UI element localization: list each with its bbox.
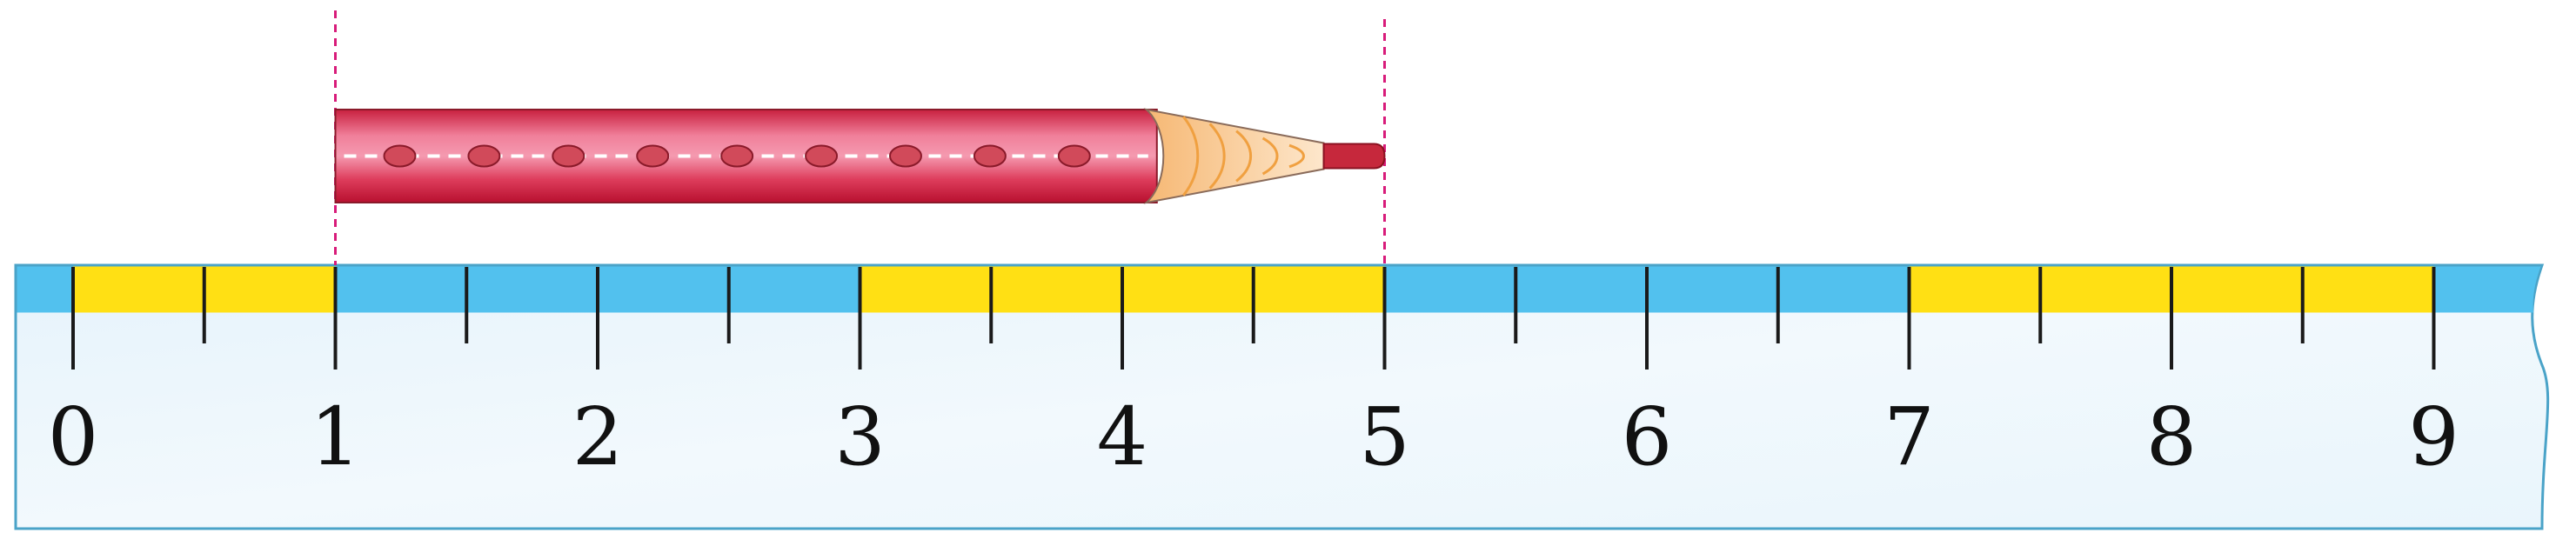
pencil-wood-cone bbox=[1143, 108, 1325, 204]
ruler-label: 3 bbox=[834, 390, 886, 483]
ruler-label: 9 bbox=[2408, 390, 2459, 483]
ruler-label: 4 bbox=[1097, 390, 1148, 483]
pencil-dot bbox=[552, 144, 585, 168]
ruler-color-bands bbox=[17, 266, 2541, 313]
pencil-wood-grain-line bbox=[1261, 136, 1279, 176]
ruler-label: 6 bbox=[1622, 390, 1673, 483]
pencil-wood-grain-line bbox=[1288, 143, 1305, 169]
pencil-dot bbox=[973, 144, 1007, 168]
pencil bbox=[334, 108, 1386, 204]
pencil-wood-grain bbox=[1182, 116, 1305, 196]
ruler-label: 0 bbox=[48, 390, 99, 483]
pencil-dot bbox=[636, 144, 670, 168]
ruler-label: 8 bbox=[2146, 390, 2198, 483]
pencil-dot bbox=[720, 144, 754, 168]
ruler: 0 1 2 3 4 5 6 7 8 9 bbox=[14, 263, 2550, 530]
ruler-body bbox=[14, 263, 2550, 530]
ruler-label: 5 bbox=[1359, 390, 1410, 483]
pencil-dot bbox=[1057, 144, 1091, 168]
ruler-label: 2 bbox=[572, 390, 624, 483]
ruler-band-right-tail bbox=[2433, 266, 2541, 313]
pencil-dot bbox=[383, 144, 417, 168]
ruler-label: 1 bbox=[310, 390, 361, 483]
ruler-label: 7 bbox=[1883, 390, 1935, 483]
ruler-band-left-edge bbox=[17, 266, 73, 313]
pencil-dot bbox=[467, 144, 501, 168]
ruler-labels: 0 1 2 3 4 5 6 7 8 9 bbox=[48, 390, 2459, 483]
pencil-wood-grain-line bbox=[1235, 130, 1252, 183]
ruler-ticks bbox=[71, 267, 2436, 370]
pencil-dots bbox=[383, 144, 1091, 168]
pencil-dot bbox=[805, 144, 839, 168]
pencil-lead-tip bbox=[1322, 143, 1386, 170]
pencil-wood-grain-line bbox=[1208, 123, 1226, 190]
pencil-dot bbox=[888, 144, 922, 168]
pencil-wood-grain-line bbox=[1182, 116, 1200, 196]
